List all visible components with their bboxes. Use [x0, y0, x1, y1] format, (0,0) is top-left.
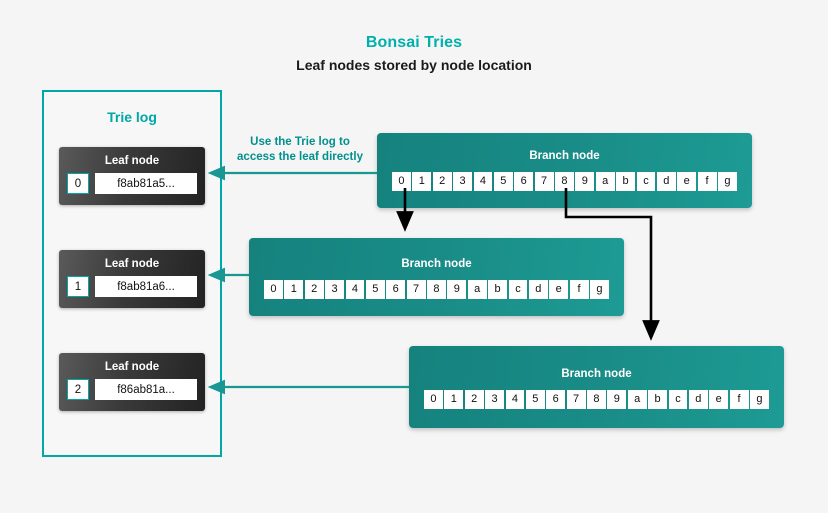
branch-cell[interactable]: 5: [525, 390, 545, 409]
leaf-node-row: 0 f8ab81a5...: [59, 173, 205, 194]
branch-cell[interactable]: 4: [345, 280, 365, 299]
branch-cell[interactable]: 0: [392, 172, 411, 191]
branch-cell[interactable]: 7: [566, 390, 586, 409]
branch-node-cells: 0 1 2 3 4 5 6 7 8 9 a b c d e f g: [424, 390, 769, 409]
branch-cell[interactable]: f: [729, 390, 749, 409]
branch-cell[interactable]: 1: [284, 280, 304, 299]
leaf-node-2[interactable]: Leaf node 2 f86ab81a...: [59, 353, 205, 411]
branch-cell[interactable]: 7: [534, 172, 554, 191]
branch-cell[interactable]: a: [467, 280, 487, 299]
branch-cell[interactable]: e: [549, 280, 569, 299]
branch-node-1[interactable]: Branch node 0 1 2 3 4 5 6 7 8 9 a b c d …: [377, 133, 752, 208]
branch-cell[interactable]: 9: [447, 280, 467, 299]
leaf-node-label: Leaf node: [104, 361, 160, 373]
branch-node-label: Branch node: [561, 368, 632, 380]
branch-cell[interactable]: 8: [555, 172, 574, 191]
annotation-line-2: access the leaf directly: [237, 151, 363, 163]
branch-cell[interactable]: b: [616, 172, 635, 191]
annotation-line-1: Use the Trie log to: [250, 136, 350, 148]
trie-log-annotation: Use the Trie log to access the leaf dire…: [222, 135, 378, 165]
branch-cell[interactable]: 6: [546, 390, 566, 409]
branch-cell[interactable]: b: [648, 390, 667, 409]
branch-cell[interactable]: d: [656, 172, 676, 191]
branch-cell[interactable]: c: [668, 390, 688, 409]
branch-cell[interactable]: d: [688, 390, 708, 409]
leaf-node-index: 1: [67, 276, 89, 297]
leaf-node-label: Leaf node: [104, 155, 160, 167]
diagram-heading: Bonsai Tries Leaf nodes stored by node l…: [0, 33, 828, 75]
branch-cell[interactable]: 9: [607, 390, 627, 409]
branch-cell[interactable]: 3: [325, 280, 344, 299]
branch-node-cells: 0 1 2 3 4 5 6 7 8 9 a b c d e f g: [264, 280, 609, 299]
page-subtitle: Leaf nodes stored by node location: [296, 57, 532, 73]
branch-cell[interactable]: 6: [514, 172, 534, 191]
leaf-node-index: 0: [67, 173, 89, 194]
branch-cell[interactable]: 1: [412, 172, 432, 191]
branch-cell[interactable]: 2: [304, 280, 324, 299]
branch-cell[interactable]: e: [677, 172, 697, 191]
branch-cell[interactable]: b: [488, 280, 507, 299]
branch-cell[interactable]: 4: [473, 172, 493, 191]
branch-cell[interactable]: 7: [406, 280, 426, 299]
leaf-node-0[interactable]: Leaf node 0 f8ab81a5...: [59, 147, 205, 205]
branch-cell[interactable]: d: [528, 280, 548, 299]
leaf-node-hash: f8ab81a5...: [95, 173, 197, 194]
branch-cell[interactable]: 9: [575, 172, 595, 191]
branch-cell[interactable]: c: [636, 172, 656, 191]
branch-cell[interactable]: 2: [464, 390, 484, 409]
branch-node-label: Branch node: [401, 258, 472, 270]
branch-cell[interactable]: 4: [505, 390, 525, 409]
branch-cell[interactable]: g: [590, 280, 609, 299]
leaf-node-row: 1 f8ab81a6...: [59, 276, 205, 297]
branch-cell[interactable]: 1: [444, 390, 464, 409]
branch-node-cells: 0 1 2 3 4 5 6 7 8 9 a b c d e f g: [392, 172, 737, 191]
trie-log-title: Trie log: [107, 109, 157, 125]
branch-cell[interactable]: f: [697, 172, 717, 191]
page-title: Bonsai Tries: [365, 34, 463, 51]
branch-cell[interactable]: 8: [587, 390, 606, 409]
branch-cell[interactable]: a: [595, 172, 615, 191]
branch-cell[interactable]: 5: [365, 280, 385, 299]
branch-cell[interactable]: 5: [493, 172, 513, 191]
branch-cell[interactable]: f: [569, 280, 589, 299]
branch-cell[interactable]: 8: [427, 280, 446, 299]
leaf-node-hash: f86ab81a...: [95, 379, 197, 400]
leaf-node-hash: f8ab81a6...: [95, 276, 197, 297]
leaf-node-row: 2 f86ab81a...: [59, 379, 205, 400]
branch-cell[interactable]: 0: [424, 390, 443, 409]
branch-cell[interactable]: c: [508, 280, 528, 299]
branch-cell[interactable]: 0: [264, 280, 283, 299]
branch-cell[interactable]: 3: [485, 390, 504, 409]
branch-cell[interactable]: 3: [453, 172, 472, 191]
leaf-node-label: Leaf node: [104, 258, 160, 270]
branch-cell[interactable]: g: [718, 172, 737, 191]
branch-cell[interactable]: 2: [432, 172, 452, 191]
leaf-node-index: 2: [67, 379, 89, 400]
branch-cell[interactable]: a: [627, 390, 647, 409]
leaf-node-1[interactable]: Leaf node 1 f8ab81a6...: [59, 250, 205, 308]
branch-node-3[interactable]: Branch node 0 1 2 3 4 5 6 7 8 9 a b c d …: [409, 346, 784, 428]
branch-cell[interactable]: g: [750, 390, 769, 409]
branch-cell[interactable]: 6: [386, 280, 406, 299]
branch-node-label: Branch node: [529, 150, 600, 162]
branch-cell[interactable]: e: [709, 390, 729, 409]
branch-node-2[interactable]: Branch node 0 1 2 3 4 5 6 7 8 9 a b c d …: [249, 238, 624, 316]
